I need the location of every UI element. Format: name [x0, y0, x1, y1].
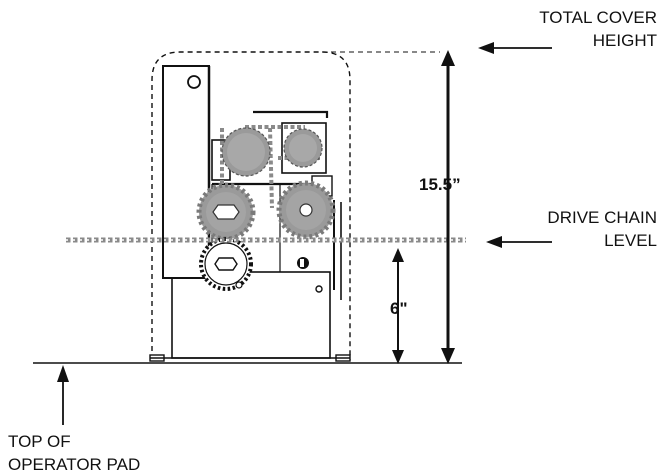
- operator-pad-label-line1: TOP OF: [8, 432, 71, 451]
- upper-left-sprocket: [221, 127, 271, 177]
- bolt-icon: [315, 285, 323, 293]
- upper-right-sprocket: [283, 128, 323, 168]
- drive-chain-arrow: [486, 236, 552, 248]
- cover-height-label: 15.5”: [419, 175, 461, 194]
- left-drive-sprocket: [196, 182, 256, 242]
- total-cover-arrow: [478, 42, 552, 54]
- chain-height-dimension: [392, 248, 404, 364]
- cover-height-dimension: [441, 50, 455, 364]
- operator-pad-arrow: [57, 365, 69, 425]
- d-shaft-icon: [297, 257, 309, 269]
- drive-chain-label-line1: DRIVE CHAIN: [547, 208, 657, 227]
- lower-idler-gear: [199, 237, 253, 291]
- operator-pad-label-line2: OPERATOR PAD: [8, 455, 140, 474]
- chain-height-label: 6": [390, 299, 408, 318]
- total-cover-label-line2: HEIGHT: [593, 31, 657, 50]
- total-cover-label-line1: TOTAL COVER: [539, 8, 657, 27]
- upper-bracket: [253, 110, 329, 118]
- left-side-plate: [162, 65, 210, 279]
- upper-drive-chain: [220, 125, 320, 209]
- right-drive-sprocket: [276, 180, 336, 240]
- base-frame: [171, 271, 331, 359]
- shaft-icon: [299, 203, 313, 217]
- mounting-hole-icon: [187, 75, 201, 89]
- hex-nut-icon: [212, 204, 240, 220]
- lower-hex-nut-icon: [214, 257, 238, 271]
- drive-chain-label-line2: LEVEL: [604, 231, 657, 250]
- cover-outline: [151, 51, 351, 360]
